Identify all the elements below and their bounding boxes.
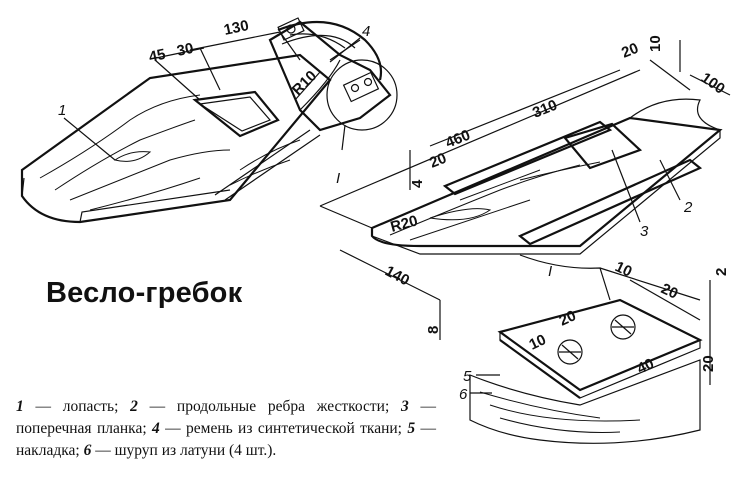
detail-dim-20c: 20 — [700, 355, 717, 372]
dim-100: 100 — [698, 69, 728, 97]
dim-r20: R20 — [389, 212, 420, 236]
dim-45: 45 — [147, 46, 167, 66]
callout-3: 3 — [640, 223, 649, 240]
callout-2: 2 — [683, 199, 693, 216]
detail-i-view — [469, 254, 711, 444]
dim-20-top: 20 — [619, 40, 641, 62]
detail-dim-40: 40 — [635, 355, 657, 377]
dim-8: 8 — [425, 326, 442, 334]
detail-dim-2: 2 — [713, 268, 730, 276]
callout-detail-i-left: I — [336, 170, 340, 187]
legend-text-4: — ремень из синтетической ткани; — [159, 420, 408, 437]
right-paddle-view — [319, 40, 731, 340]
detail-dim-10: 10 — [612, 258, 634, 280]
callout-detail-i-right: I — [548, 263, 552, 280]
dim-310: 310 — [530, 97, 560, 122]
callout-1: 1 — [58, 102, 66, 119]
dim-10-top: 10 — [647, 35, 664, 52]
callout-5: 5 — [463, 368, 472, 385]
legend-num-2: 2 — [130, 398, 138, 415]
legend-num-6: 6 — [83, 442, 92, 459]
legend-caption: 1 — лопасть; 2 — продольные ребра жестко… — [16, 396, 436, 462]
callout-4: 4 — [362, 23, 370, 40]
dim-20-slot: 20 — [427, 150, 449, 172]
page-title: Весло-гребок — [46, 277, 243, 309]
left-paddle-view — [20, 17, 398, 224]
legend-num-3: 3 — [401, 398, 409, 415]
legend-text-6: — шуруп из латуни (4 шт.). — [91, 442, 277, 459]
legend-text-1: — лопасть; — [23, 398, 131, 415]
legend-num-4: 4 — [152, 420, 160, 437]
detail-dim-10b: 10 — [527, 331, 549, 353]
dim-4: 4 — [409, 179, 426, 188]
legend-text-3: — поперечная планка; — [16, 398, 436, 437]
legend-text-2: — продольные ребра жесткости; — [137, 398, 401, 415]
detail-dim-20b: 20 — [557, 307, 579, 329]
callout-6: 6 — [459, 386, 468, 403]
legend-num-1: 1 — [16, 398, 24, 415]
dim-140: 140 — [382, 263, 412, 290]
legend-text-5: — накладка; — [16, 420, 436, 459]
dim-130: 130 — [222, 17, 250, 39]
legend-num-5: 5 — [407, 420, 416, 437]
detail-dim-20a: 20 — [658, 280, 680, 302]
dim-30: 30 — [175, 40, 195, 60]
